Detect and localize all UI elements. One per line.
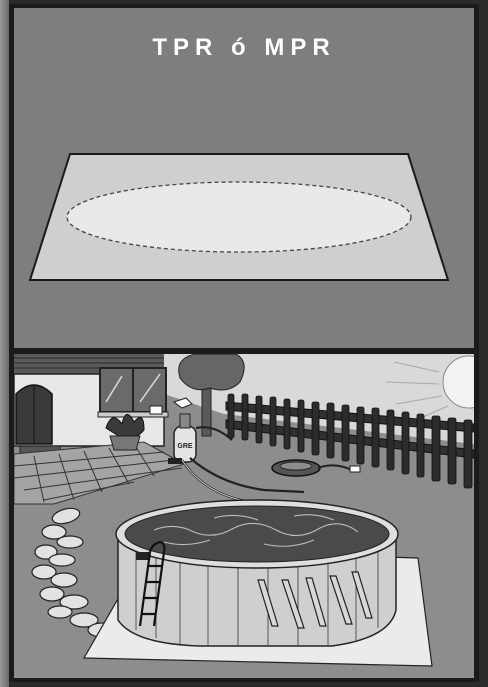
above-ground-pool [116, 500, 398, 646]
pool-skimmer [136, 552, 150, 560]
bottom-panel-installed-pool: GRE [14, 354, 474, 678]
installed-pool-scene: GRE [14, 354, 474, 678]
top-panel-ground-sheet: TPR ó MPR [14, 8, 474, 348]
adjacent-page-strip [0, 0, 9, 687]
filter-brand-badge: GRE [177, 443, 193, 450]
ground-sheet-drawing [14, 8, 474, 348]
pool-outline-dashed [67, 182, 411, 252]
wall-socket [150, 406, 162, 414]
house [14, 354, 168, 454]
